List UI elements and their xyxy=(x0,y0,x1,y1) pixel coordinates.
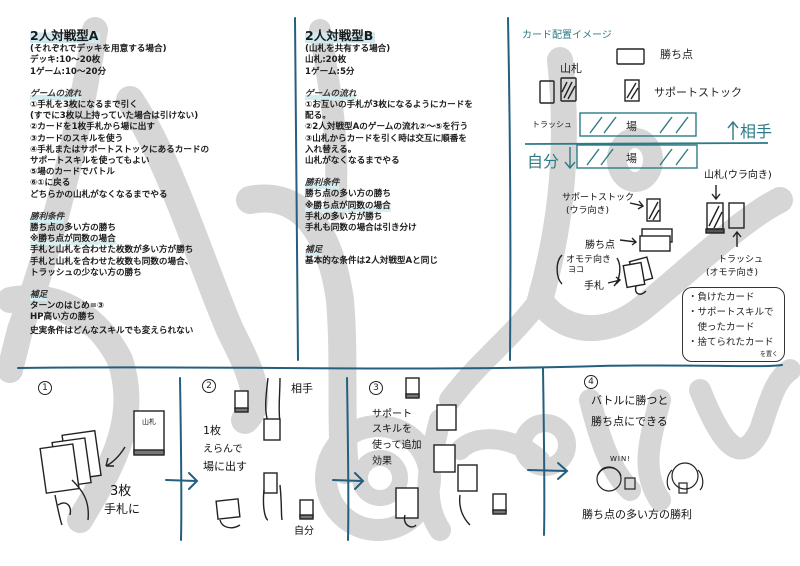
flow-step: (すでに3枚以上持っていた場合は引けない) xyxy=(30,111,199,122)
flow-step: ⑤場のカードでバトル xyxy=(30,167,115,178)
step-3-text-3: 使って追加 xyxy=(372,440,422,451)
step-3-text-1: サポート xyxy=(372,409,412,420)
step-2-text-2: えらんで xyxy=(203,444,243,455)
step-2-opponent: 相手 xyxy=(291,382,313,395)
step-3-text-4: 効果 xyxy=(372,456,392,467)
trash-item: ・サポートスキルで xyxy=(688,307,774,318)
label-win-points-side: 勝ち点 xyxy=(585,240,615,251)
type-a-flow-heading: ゲームの流れ xyxy=(30,88,82,101)
label-trash-faceup: トラッシュ xyxy=(718,255,764,265)
label-self: 自分 xyxy=(527,152,560,171)
flow-step: ③山札からカードを引く時は交互に順番を xyxy=(305,133,467,144)
flow-step: ①手札を3枚になるまで引く xyxy=(30,100,138,111)
win-condition: ※勝ち点が同数の場合 xyxy=(305,200,391,212)
flow-step: ②カードを1枚手札から場に出す xyxy=(30,122,155,133)
type-a-subtitle: (それぞれでデッキを用意する場合) xyxy=(30,44,167,55)
trash-contents-bubble: ・負けたカード ・サポートスキルで 使ったカード ・捨てられたカード を置く xyxy=(682,287,785,362)
note: HP高い方の勝ち xyxy=(30,312,96,323)
win-condition: 手札も同数の場合は引き分け xyxy=(305,223,417,234)
step-4-result: 勝ち点の多い方の勝利 xyxy=(582,508,692,521)
win-condition: 勝ち点の多い方の勝ち xyxy=(305,189,391,200)
type-b-note-heading: 補足 xyxy=(305,245,323,257)
flow-step: ②2人対戦型Aのゲームの流れ②〜⑤を行う xyxy=(305,122,469,133)
win-condition: 手札と山札を合わせた枚数が多い方が勝ち xyxy=(30,245,194,256)
flow-step: 配る。 xyxy=(305,111,331,122)
label-support-stock-facedown: サポートストック xyxy=(562,193,635,203)
trash-item: ・捨てられたカード xyxy=(688,337,774,348)
type-a-game-time: 1ゲーム:10〜20分 xyxy=(30,66,107,77)
rules-type-b: 2人対戦型B (山札を共有する場合) 山札:20枚 1ゲーム:5分 ゲームの流れ… xyxy=(305,28,473,268)
flow-step: ④手札またはサポートストックにあるカードの xyxy=(30,144,210,155)
label-support-stock: サポートストック xyxy=(654,86,742,99)
flow-step: どちらかの山札がなくなるまでやる xyxy=(30,189,168,200)
final-note: 史実条件はどんなスキルでも変えられない xyxy=(30,325,194,336)
label-trash: トラッシュ xyxy=(532,120,572,129)
note: ターンのはじめ=③ xyxy=(30,301,105,312)
type-b-game-time: 1ゲーム:5分 xyxy=(305,66,355,77)
trash-item: 使ったカード xyxy=(688,322,755,333)
rules-type-a: 2人対戦型A (それぞれでデッキを用意する場合) デッキ:10〜20枚 1ゲーム… xyxy=(30,28,209,337)
label-field-opponent: 場 xyxy=(626,120,637,133)
step-2-self: 自分 xyxy=(294,526,314,537)
label-support-stock-facedown-sub: (ウラ向き) xyxy=(566,206,610,216)
step-1-number: 1 xyxy=(38,381,52,395)
flow-step: ③カードのスキルを使う xyxy=(30,133,124,144)
win-condition: 手札と山札を合わせた枚数も同数の場合、 xyxy=(30,256,194,267)
type-b-win-heading: 勝利条件 xyxy=(305,178,340,190)
note: 基本的な条件は2人対戦型Aと同じ xyxy=(305,256,438,267)
flow-step: ⑥①に戻る xyxy=(30,178,71,189)
flow-step: サポートスキルを使ってもよい xyxy=(30,156,150,167)
type-a-note-heading: 補足 xyxy=(30,290,48,302)
step-4-text-1: バトルに勝つと xyxy=(591,394,669,407)
step-2-number: 2 xyxy=(202,379,216,393)
type-a-title: 2人対戦型A xyxy=(30,28,101,43)
flow-step: ①お互いの手札が3枚になるようにカードを xyxy=(305,100,473,111)
type-b-deck: 山札:20枚 xyxy=(305,55,347,66)
step-1-text-count: 3枚 xyxy=(110,484,132,499)
label-deck: 山札 xyxy=(560,62,582,75)
layout-diagram-title: カード配置イメージ xyxy=(522,30,612,41)
step-2-text-3: 場に出す xyxy=(203,460,247,473)
win-condition: ※勝ち点が同数の場合 xyxy=(30,234,116,246)
type-b-title: 2人対戦型B xyxy=(305,28,376,43)
step-1-text-to-hand: 手札に xyxy=(104,502,141,516)
trash-item: ・負けたカード xyxy=(688,292,755,303)
step-4-win: WIN! xyxy=(610,455,632,463)
flow-step: 入れ替える。 xyxy=(305,144,357,155)
win-condition: 勝ち点の多い方の勝ち xyxy=(30,223,116,234)
step-1-deck-label: 山札 xyxy=(142,418,156,426)
label-opponent: 相手 xyxy=(740,122,773,141)
type-b-subtitle: (山札を共有する場合) xyxy=(305,44,391,55)
label-deck-facedown: 山札(ウラ向き) xyxy=(704,170,772,181)
step-3-text-2: スキルを xyxy=(372,424,412,435)
type-b-flow-heading: ゲームの流れ xyxy=(305,88,357,101)
label-win-points: 勝ち点 xyxy=(660,48,693,61)
win-condition: 手札の多い方が勝ち xyxy=(305,211,383,222)
type-a-deck: デッキ:10〜20枚 xyxy=(30,55,101,66)
flow-step: 山札がなくなるまでやる xyxy=(305,156,400,167)
type-a-win-heading: 勝利条件 xyxy=(30,211,65,224)
step-2-text-1: 1枚 xyxy=(203,424,221,437)
win-condition: トラッシュの少ない方の勝ち xyxy=(30,267,142,278)
label-trash-faceup-sub: (オモテ向き) xyxy=(706,268,759,278)
step-3-number: 3 xyxy=(369,381,383,395)
step-4-text-2: 勝ち点にできる xyxy=(591,415,668,428)
label-hand: 手札 xyxy=(584,281,604,292)
label-sideways: ヨコ xyxy=(568,265,584,274)
step-4-number: 4 xyxy=(584,375,598,389)
trash-note: を置く xyxy=(759,351,778,358)
label-field-self: 場 xyxy=(626,152,637,165)
